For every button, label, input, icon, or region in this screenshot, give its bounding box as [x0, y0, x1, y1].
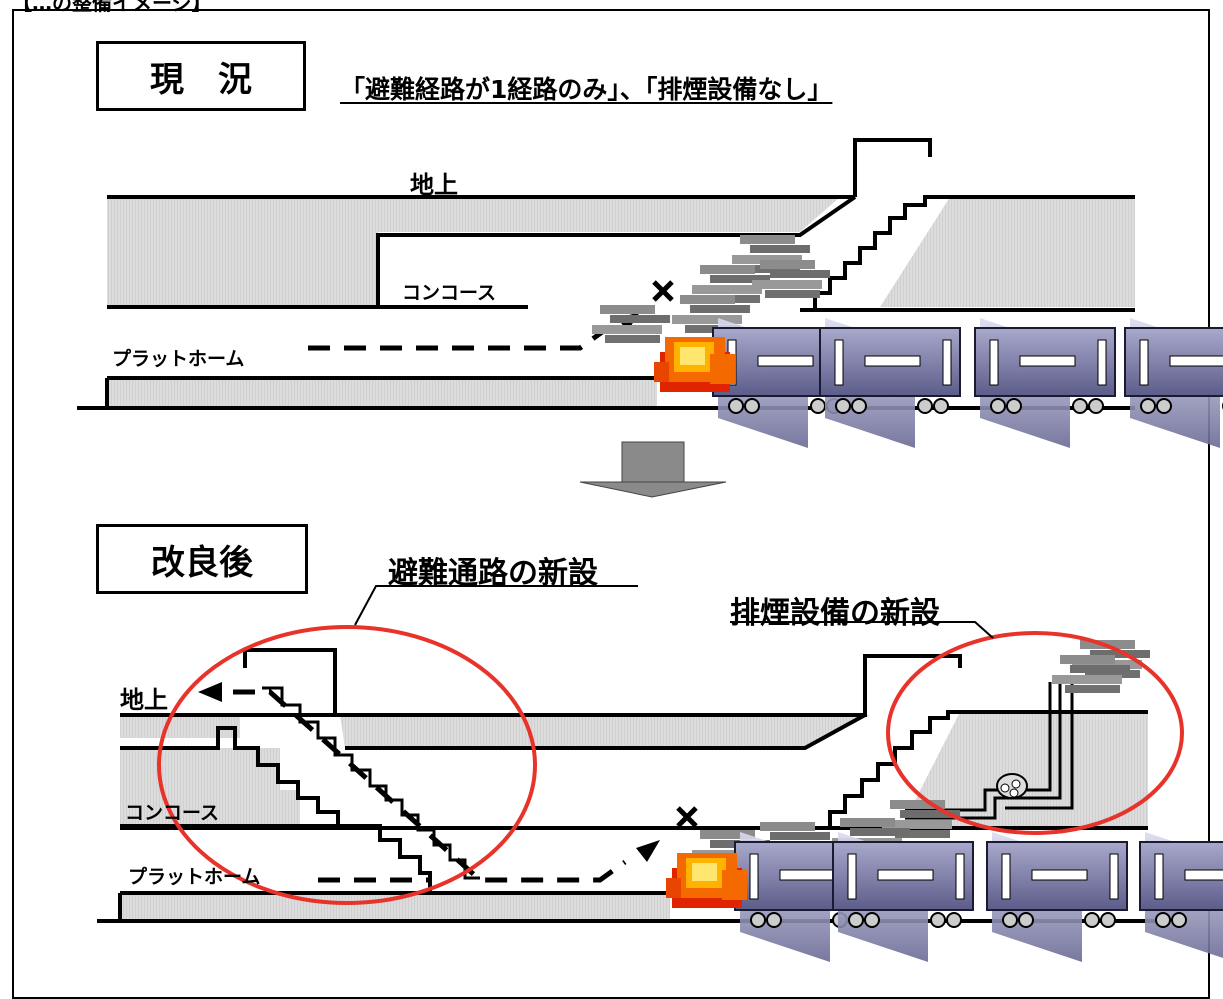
evac-route-highlight: [157, 625, 537, 905]
current-concourse-label: コンコース: [402, 282, 497, 304]
improved-concourse-label: コンコース: [125, 802, 220, 824]
header-partial: 【…の整備イメージ】: [12, 0, 212, 15]
smoke-exhaust-highlight: [886, 631, 1184, 835]
callout-evacuation-route: 避難通路の新設: [388, 556, 598, 591]
current-title: 現 況: [150, 59, 252, 100]
current-structure: [77, 138, 1135, 410]
improved-title-box: 改良後: [96, 524, 308, 594]
improved-ground-label: 地上: [120, 686, 168, 714]
train-cars: [734, 831, 1223, 963]
train-cars: [712, 317, 1223, 449]
smoke-fan-icon: [996, 773, 1028, 799]
fire-icon: [654, 337, 735, 392]
fire-icon: [666, 853, 747, 908]
callout-smoke-exhaust: 排煙設備の新設: [730, 596, 940, 631]
blocked-x-icon: [676, 806, 698, 828]
current-ground-label: 地上: [410, 171, 458, 199]
current-subtitle: 「避難経路が1経路のみ」、「排煙設備なし」: [340, 75, 833, 104]
improved-platform-label: プラットホーム: [128, 866, 261, 888]
improved-title: 改良後: [151, 542, 253, 583]
current-title-box: 現 況: [96, 41, 306, 111]
down-arrow-icon: [579, 441, 727, 498]
smoke-icon: [592, 235, 830, 343]
blocked-x-icon: [652, 280, 674, 302]
improved-structure: [97, 648, 1165, 923]
current-platform-label: プラットホーム: [112, 348, 245, 370]
